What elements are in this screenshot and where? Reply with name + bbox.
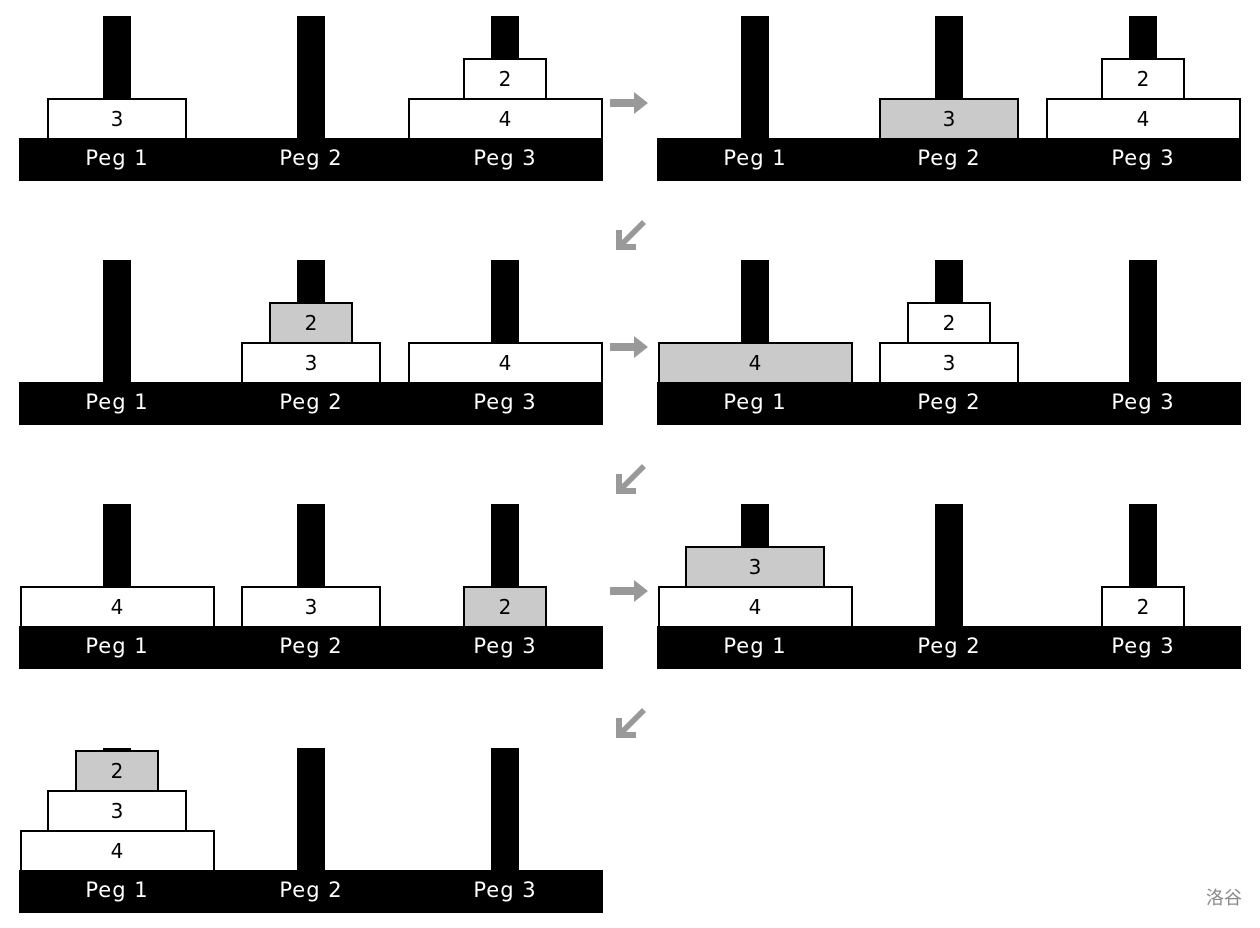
- peg-label-1: Peg 1: [85, 878, 149, 902]
- base: Peg 1 Peg 2 Peg 3: [19, 382, 603, 425]
- disk-2: 2: [463, 586, 547, 626]
- peg-label-1: Peg 1: [85, 390, 149, 414]
- disk-4: 4: [407, 98, 603, 138]
- peg-label-1: Peg 1: [85, 146, 149, 170]
- watermark: 洛谷: [1206, 888, 1242, 909]
- base: Peg 1 Peg 2 Peg 3: [657, 382, 1241, 425]
- disk-2: 2: [463, 58, 547, 98]
- peg-2: [935, 504, 963, 626]
- peg-label-2: Peg 2: [279, 634, 343, 658]
- disk-3: 3: [685, 546, 825, 586]
- disk-4: 4: [407, 342, 603, 382]
- disk-2: 2: [1101, 58, 1185, 98]
- base: Peg 1 Peg 2 Peg 3: [19, 870, 603, 913]
- peg-label-3: Peg 3: [1111, 634, 1175, 658]
- peg-label-3: Peg 3: [473, 634, 537, 658]
- disk-2: 2: [269, 302, 353, 342]
- disk-3: 3: [241, 342, 381, 382]
- base: Peg 1 Peg 2 Peg 3: [19, 138, 603, 181]
- disk-3: 3: [241, 586, 381, 626]
- peg-1: [103, 260, 131, 382]
- peg-label-3: Peg 3: [473, 146, 537, 170]
- peg-2: [297, 748, 325, 870]
- peg-label-3: Peg 3: [473, 390, 537, 414]
- disk-4: 4: [19, 586, 215, 626]
- disk-3: 3: [47, 790, 187, 830]
- down-left-arrow-icon: [616, 708, 646, 738]
- peg-label-1: Peg 1: [723, 634, 787, 658]
- peg-label-1: Peg 1: [85, 634, 149, 658]
- disk-3: 3: [879, 342, 1019, 382]
- disk-2: 2: [75, 750, 159, 790]
- disk-4: 4: [657, 342, 853, 382]
- disk-4: 4: [19, 830, 215, 870]
- peg-label-1: Peg 1: [723, 146, 787, 170]
- peg-label-2: Peg 2: [279, 878, 343, 902]
- disk-3: 3: [47, 98, 187, 138]
- peg-label-2: Peg 2: [917, 634, 981, 658]
- disk-2: 2: [1101, 586, 1185, 626]
- peg-label-3: Peg 3: [473, 878, 537, 902]
- peg-label-2: Peg 2: [279, 146, 343, 170]
- disk-2: 2: [907, 302, 991, 342]
- peg-label-2: Peg 2: [917, 390, 981, 414]
- down-left-arrow-icon: [616, 464, 646, 494]
- peg-label-2: Peg 2: [917, 146, 981, 170]
- peg-label-3: Peg 3: [1111, 390, 1175, 414]
- right-arrow-icon: [610, 580, 648, 602]
- disk-4: 4: [1045, 98, 1241, 138]
- right-arrow-icon: [610, 92, 648, 114]
- down-left-arrow-icon: [616, 220, 646, 250]
- peg-3: [491, 748, 519, 870]
- disk-4: 4: [657, 586, 853, 626]
- peg-2: [297, 16, 325, 138]
- base: Peg 1 Peg 2 Peg 3: [19, 626, 603, 669]
- peg-3: [1129, 260, 1157, 382]
- peg-1: [741, 16, 769, 138]
- base: Peg 1 Peg 2 Peg 3: [657, 138, 1241, 181]
- right-arrow-icon: [610, 336, 648, 358]
- peg-label-1: Peg 1: [723, 390, 787, 414]
- peg-label-2: Peg 2: [279, 390, 343, 414]
- disk-3: 3: [879, 98, 1019, 138]
- peg-label-3: Peg 3: [1111, 146, 1175, 170]
- base: Peg 1 Peg 2 Peg 3: [657, 626, 1241, 669]
